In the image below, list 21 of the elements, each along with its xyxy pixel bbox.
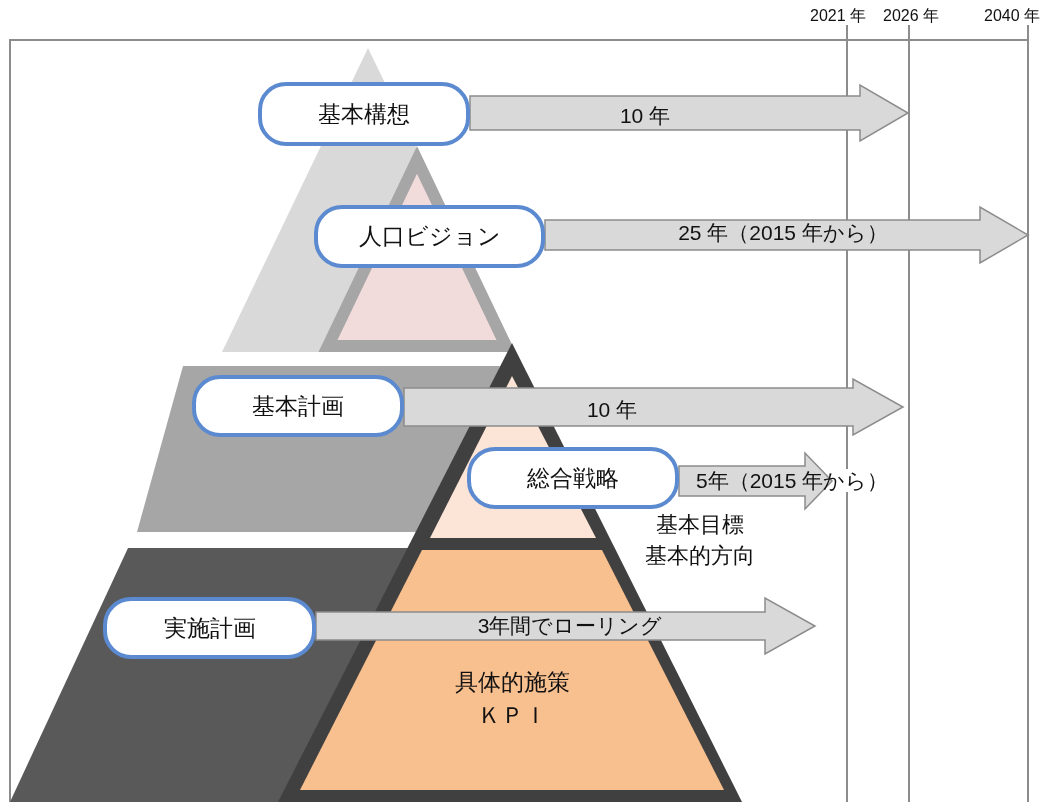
pyramid-text: 具体的施策 [454, 668, 570, 697]
edge-label: 10 年 [586, 398, 638, 422]
note-text: 基本的方向 [645, 543, 755, 568]
block-arrow [315, 596, 817, 656]
block-arrow [469, 83, 910, 143]
rounded-box: 基本構想 [258, 82, 470, 146]
year-label: 2021 年 [810, 7, 866, 25]
edge-label: 3年間でローリング [477, 614, 663, 638]
block-arrow [403, 377, 905, 437]
rounded-box: 基本計画 [192, 375, 404, 437]
year-label: 2040 年 [984, 7, 1040, 25]
block-arrow [544, 205, 1030, 265]
pyramid-text: ＫＰＩ [477, 701, 547, 730]
rounded-box: 総合戦略 [467, 447, 679, 509]
year-label: 2026 年 [883, 7, 939, 25]
edge-label: 25 年（2015 年から） [678, 221, 888, 245]
rounded-box: 実施計画 [103, 597, 316, 659]
edge-label: 10 年 [619, 104, 671, 128]
rounded-box: 人口ビジョン [314, 205, 545, 268]
note-text: 基本目標 [656, 512, 744, 537]
block-arrow [678, 451, 834, 511]
